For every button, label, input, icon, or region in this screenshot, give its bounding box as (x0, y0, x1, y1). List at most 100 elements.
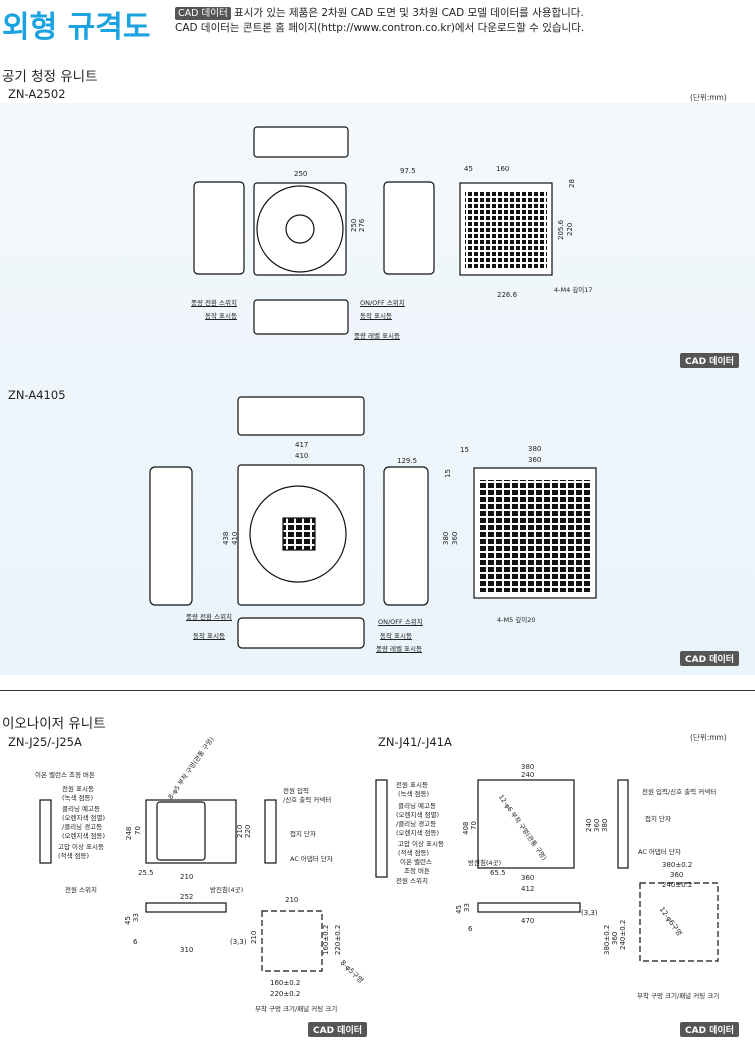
dim: 380 (601, 818, 609, 832)
callout: 동작 표시등 (380, 632, 412, 640)
dim: 360 (593, 818, 601, 832)
callout: 동작 표시등 (360, 312, 392, 320)
dim: 6 (468, 925, 473, 933)
callout: (오렌지색 점멸) (396, 811, 440, 819)
cad-data-button-a2502[interactable]: CAD 데이터 (680, 353, 740, 368)
callout: 고압 이상 표시등 (58, 843, 104, 851)
dim: 6 (133, 938, 138, 946)
callout: 전원 입력/신호 출력 커넥터 (642, 788, 717, 796)
callout: 동작 표시등 (205, 312, 237, 320)
model-j41: ZN-J41/-J41A (378, 735, 452, 749)
dim: 220±0.2 (270, 990, 301, 998)
dim: 70 (134, 826, 142, 835)
dim: 250 (350, 218, 358, 232)
callout: 클리닝 예고등 (398, 802, 436, 810)
callout: 전원 표시등 (396, 781, 428, 789)
cad-data-button-j25[interactable]: CAD 데이터 (308, 1022, 368, 1037)
header-line-2: CAD 데이터는 콘트론 홈 페이지(http://www.contron.co… (175, 22, 585, 34)
dim: 45 (124, 916, 132, 925)
a4105-filter-grid (479, 480, 591, 592)
a4105-fan-grid (282, 517, 316, 551)
dim: 25.5 (138, 869, 154, 877)
callout: 풍량 레벨 표시등 (354, 332, 400, 340)
dim: 240±0.2 (662, 881, 693, 889)
dim: 360 (528, 456, 542, 464)
cad-data-button-a4105[interactable]: CAD 데이터 (680, 651, 740, 666)
dim: 380±0.2 (603, 924, 611, 955)
callout: 접지 단자 (290, 830, 316, 838)
dim: 470 (521, 917, 535, 925)
cad-data-button-j41[interactable]: CAD 데이터 (680, 1022, 740, 1037)
dim: 65.5 (490, 869, 506, 877)
dim: 220 (566, 222, 574, 236)
dim: 220±0.2 (334, 924, 342, 955)
callout: (적색 점등) (58, 852, 90, 860)
dim: 28 (568, 179, 576, 188)
dim: 417 (295, 441, 309, 449)
dim: 360 (521, 874, 535, 882)
callout: 접지 단자 (645, 815, 671, 823)
dim: 160±0.2 (270, 979, 301, 987)
dim: 15 (444, 469, 452, 478)
hole-note: 4-M4 깊이17 (554, 286, 593, 294)
callout: 전원 스위치 (396, 877, 428, 885)
section-title-air: 공기 청정 유니트 (2, 69, 98, 85)
dim: 210 (236, 824, 244, 838)
dim: 210 (250, 930, 258, 944)
model-j25: ZN-J25/-J25A (8, 735, 82, 749)
dim: 160 (496, 165, 510, 173)
callout: 풍량 레벨 표시등 (376, 645, 422, 653)
callout: ON/OFF 스위치 (360, 299, 405, 307)
callout: /클리닝 경고등 (396, 820, 437, 828)
dim: 360 (451, 531, 459, 545)
callout: /클리닝 경고등 (62, 823, 103, 831)
callout: ON/OFF 스위치 (378, 618, 423, 626)
callout: (오렌지색 점멸) (62, 814, 106, 822)
dim: (3,3) (230, 938, 247, 946)
dim: 410 (231, 531, 239, 545)
section-divider (0, 690, 755, 691)
hole-note: 4-M5 깊이20 (497, 616, 536, 624)
model-a4105: ZN-A4105 (8, 388, 66, 402)
dim: 410 (295, 452, 309, 460)
a2502-fan-hub (285, 214, 315, 244)
dim: 97.5 (400, 167, 416, 175)
j25-front-plate (156, 801, 206, 861)
callout: /신호 출력 커넥터 (283, 796, 332, 804)
callout: AC 어댑터 단자 (290, 855, 333, 863)
cutout-caption: 부착 구멍 크기/패널 커팅 크기 (637, 992, 720, 1000)
dim: 380 (528, 445, 542, 453)
dim: 360 (611, 931, 619, 945)
page-title: 외형 규격도 (2, 10, 151, 45)
callout: 방진침(4곳) (210, 886, 244, 894)
j25-cutout (261, 910, 323, 972)
dim: 160±0.2 (322, 924, 330, 955)
header-line-1: 표시가 있는 제품은 2차원 CAD 도면 및 3차원 CAD 모델 데이터를 … (234, 7, 584, 19)
dim: 380 (521, 763, 535, 771)
callout: (녹색 점등) (398, 790, 430, 798)
callout: 전원 스위치 (65, 886, 97, 894)
callout: (적색 점등) (398, 849, 430, 857)
a2502-bottom-view (253, 299, 349, 335)
model-a2502: ZN-A2502 (8, 87, 66, 101)
cutout-caption: 부착 구멍 크기/패널 커팅 크기 (255, 1005, 338, 1013)
dim: 250 (294, 170, 308, 178)
dim: 210 (180, 873, 194, 881)
j41-front-view (477, 779, 575, 869)
callout: (오렌지색 점등) (62, 832, 106, 840)
callout: 고압 이상 표시등 (398, 840, 444, 848)
dim: 240±0.2 (619, 919, 627, 950)
callout: (오렌지색 점등) (396, 829, 440, 837)
header-note: CAD 데이터 표시가 있는 제품은 2차원 CAD 도면 및 3차원 CAD … (175, 6, 584, 36)
callout: 이온 밸런스 조정 버튼 (35, 771, 96, 779)
j41-side-view (375, 779, 388, 878)
dim: 220 (244, 824, 252, 838)
dim: 248 (125, 826, 133, 840)
dim: 412 (521, 885, 535, 893)
dim: 205.6 (557, 219, 565, 240)
a4105-left-view (149, 466, 193, 606)
unit-label: (단위:mm) (690, 733, 727, 742)
dim: (3,3) (581, 909, 598, 917)
